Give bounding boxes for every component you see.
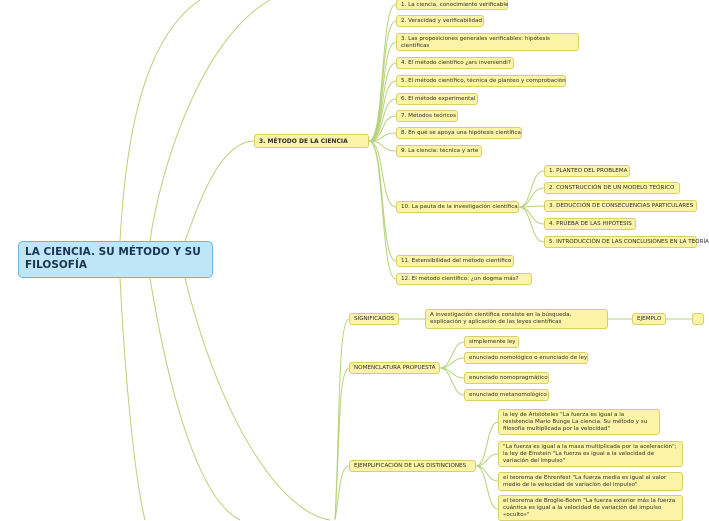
root-node[interactable]: LA CIENCIA. SU MÉTODO Y SU FILOSOFÍA <box>18 241 213 278</box>
metodo-item-10[interactable]: 10. La pauta de la investigación científ… <box>396 201 519 213</box>
connector-root-top <box>149 0 271 242</box>
connector-leyes-nomenclatura <box>334 367 350 521</box>
metodo-item-11[interactable]: 11. Estensibilidad del método científico <box>396 255 514 267</box>
metodo-item-7[interactable]: 7. Métodos teóricos <box>396 110 458 122</box>
pauta-item-2[interactable]: 2. CONSTRUCCIÓN DE UN MODELO TEÓRICO <box>544 182 680 194</box>
connector-leyes-significados <box>334 318 350 521</box>
metodo-node[interactable]: 3. MÉTODO DE LA CIENCIA <box>254 134 369 148</box>
ejemplificacion-item-4[interactable]: el teorema de Broglie-Bohm "La fuerza ex… <box>498 495 683 521</box>
metodo-item-2[interactable]: 2. Veracidad y verificabilidad <box>396 15 484 27</box>
connector-metodo-item-4 <box>368 62 397 142</box>
connector-nomen-2 <box>439 357 465 369</box>
connector-metodo-item-3 <box>368 41 397 142</box>
connector-ejem-1 <box>475 421 499 467</box>
significados-node[interactable]: SIGNIFICADOS <box>349 313 399 325</box>
pauta-item-3[interactable]: 3. DEDUCCIÓN DE CONSECUENCIAS PARTICULAR… <box>544 200 697 212</box>
connector-pauta-2 <box>518 187 545 208</box>
significados-text[interactable]: A investigación científica consiste en l… <box>425 309 608 329</box>
connector-root-bottom-2 <box>149 277 241 521</box>
connector-pauta-4 <box>518 206 545 225</box>
metodo-item-4[interactable]: 4. El método científico ¿ars inveniendi? <box>396 57 514 69</box>
metodo-item-6[interactable]: 6. El método experimental <box>396 93 478 105</box>
connector-metodo-item-7 <box>368 115 397 142</box>
connector-metodo-item-12 <box>368 140 397 280</box>
ejemplificacion-item-3[interactable]: el teorema de Ehrenfest "La fuerza media… <box>498 472 683 491</box>
metodo-item-5[interactable]: 5. El método científico, técnica de plan… <box>396 75 566 87</box>
metodo-item-12[interactable]: 12. El método científico: ¿un dogma más? <box>396 273 532 285</box>
connector-metodo-item-9 <box>368 140 397 152</box>
connector-nomen-4 <box>439 367 465 396</box>
connector-pauta-5 <box>518 206 545 243</box>
metodo-item-9[interactable]: 9. La ciencia: técnica y arte <box>396 145 482 157</box>
connector-root-metodo <box>184 140 255 242</box>
ejemplificacion-item-1[interactable]: la ley de Aristóteles "La fuerza es igua… <box>498 409 660 435</box>
nomenclatura-item-2[interactable]: enunciado nomológico o enunciado de ley <box>464 352 588 364</box>
connector-ejem-4 <box>475 465 499 510</box>
connector-root-top-left <box>119 0 201 242</box>
connector-metodo-item-6 <box>368 98 397 142</box>
ejemplificacion-item-2[interactable]: "La fuerza es igual a la masa multiplica… <box>498 441 683 467</box>
pauta-item-5[interactable]: 5. INTRODUCCIÓN DE LAS CONCLUSIONES EN L… <box>544 236 709 248</box>
metodo-item-1[interactable]: 1. La ciencia, conocimiento verificable <box>396 0 508 10</box>
connector-leyes-ejemplificacion <box>334 465 350 521</box>
connector-metodo-item-2 <box>368 20 397 142</box>
pauta-item-4[interactable]: 4. PRUEBA DE LAS HIPÓTESIS <box>544 218 636 230</box>
connector-metodo-item-11 <box>368 140 397 262</box>
ejemplo-child-clipped <box>692 313 704 325</box>
connector-ejem-3 <box>475 465 499 482</box>
nomenclatura-node[interactable]: NOMENCLATURA PROPUESTA <box>349 362 440 374</box>
nomenclatura-item-3[interactable]: enunciado nomopragmático <box>464 372 549 384</box>
metodo-item-8[interactable]: 8. En qué se apoya una hipótesis científ… <box>396 127 522 139</box>
metodo-item-3[interactable]: 3. Las proposiciones generales verificab… <box>396 33 579 51</box>
connector-root-bottom-1 <box>119 277 146 521</box>
connector-metodo-item-10 <box>368 140 397 208</box>
nomenclatura-item-1[interactable]: simplemente ley <box>464 336 519 348</box>
connector-root-leyes <box>184 277 331 521</box>
ejemplo-node[interactable]: EJEMPLO <box>632 313 666 325</box>
connector-ejem-2 <box>475 453 499 467</box>
nomenclatura-item-4[interactable]: enunciado metanomológico <box>464 389 549 401</box>
ejemplificacion-node[interactable]: EJEMPLIFICACIÓN DE LAS DISTINCIONES <box>349 460 476 472</box>
connector-nomen-1 <box>439 341 465 369</box>
pauta-item-1[interactable]: 1. PLANTEO DEL PROBLEMA <box>544 165 630 177</box>
connector-pauta-1 <box>518 170 545 208</box>
